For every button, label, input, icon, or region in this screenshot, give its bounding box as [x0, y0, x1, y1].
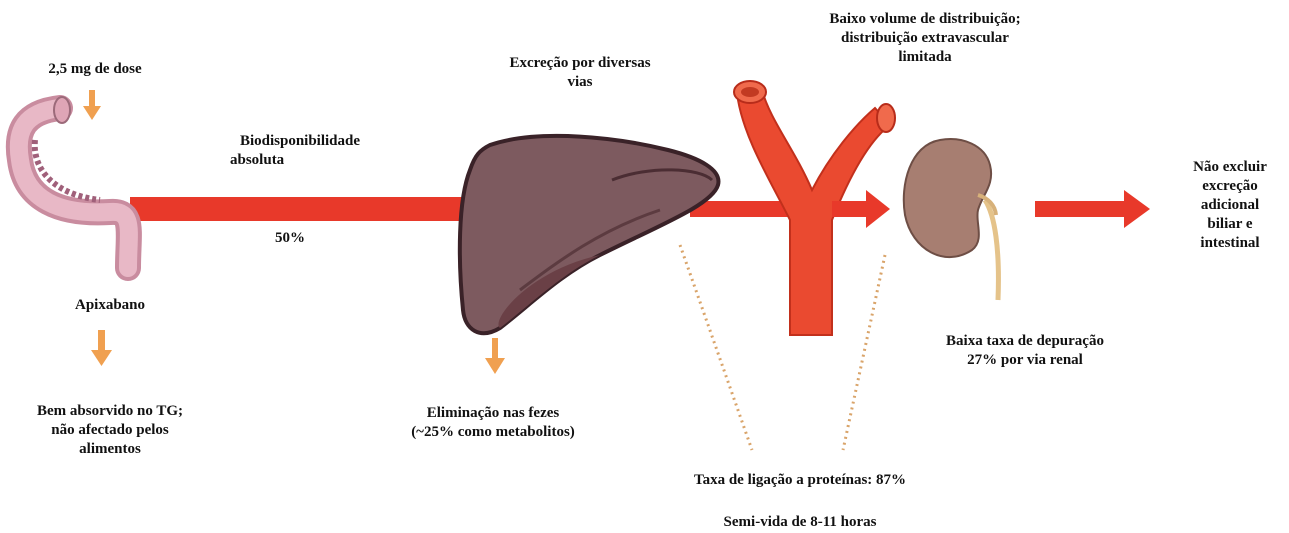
distribution-line-2: distribuição extravascular: [805, 29, 1045, 48]
additional-excretion-line-4: biliar e: [1175, 215, 1285, 234]
drug-name-text: Apixabano: [55, 296, 165, 315]
additional-excretion-line-1: Não excluir: [1175, 158, 1285, 177]
absorption-line-3: alimentos: [10, 440, 210, 459]
excretion-arrow: [1035, 190, 1150, 228]
dotted-line-right: [843, 255, 885, 450]
excretion-routes-line-1: Excreção por diversas: [480, 54, 680, 73]
distribution-line-3: limitada: [805, 48, 1045, 67]
feces-arrow: [485, 338, 505, 374]
feces-line-1: Eliminação nas fezes: [378, 404, 608, 423]
dose-arrow: [83, 90, 101, 120]
protein-binding-label: Taxa de ligação a proteínas: 87%: [650, 471, 950, 490]
bioavailability-line-1: Biodisponibilidade: [200, 132, 400, 151]
liver-to-vessel-bar: [690, 201, 790, 217]
main-flow-bar: [130, 197, 475, 221]
absorption-line-2: não afectado pelos: [10, 421, 210, 440]
additional-excretion-line-2: excreção: [1175, 177, 1285, 196]
intestine-icon: [19, 97, 129, 268]
kidney-icon: [904, 139, 999, 300]
dose-label: 2,5 mg de dose: [35, 60, 155, 79]
half-life-label: Semi-vida de 8-11 horas: [690, 513, 910, 532]
additional-excretion-label: Não excluir excreção adicional biliar e …: [1175, 158, 1285, 253]
protein-binding-text: Taxa de ligação a proteínas: 87%: [650, 471, 950, 490]
clearance-label: Baixa taxa de depuração 27% por via rena…: [915, 332, 1135, 370]
liver-icon: [460, 136, 719, 333]
feces-line-2: (~25% como metabolitos): [378, 423, 608, 442]
bioavailability-line-2: absoluta: [200, 151, 400, 170]
half-life-text: Semi-vida de 8-11 horas: [690, 513, 910, 532]
absorption-arrow: [91, 330, 112, 366]
dotted-line-left: [680, 245, 752, 450]
clearance-line-1: Baixa taxa de depuração: [915, 332, 1135, 351]
excretion-routes-line-2: vias: [480, 73, 680, 92]
bioavailability-label: Biodisponibilidade absoluta: [200, 132, 400, 170]
additional-excretion-line-5: intestinal: [1175, 234, 1285, 253]
dose-text: 2,5 mg de dose: [35, 60, 155, 79]
clearance-line-2: 27% por via renal: [915, 351, 1135, 370]
drug-name-label: Apixabano: [55, 296, 165, 315]
bioavailability-value: 50%: [260, 229, 320, 248]
distribution-label: Baixo volume de distribuição; distribuiç…: [805, 10, 1045, 67]
additional-excretion-line-3: adicional: [1175, 196, 1285, 215]
feces-label: Eliminação nas fezes (~25% como metaboli…: [378, 404, 608, 442]
excretion-routes-label: Excreção por diversas vias: [480, 54, 680, 92]
bioavailability-value-text: 50%: [260, 229, 320, 248]
absorption-line-1: Bem absorvido no TG;: [10, 402, 210, 421]
distribution-line-1: Baixo volume de distribuição;: [805, 10, 1045, 29]
absorption-label: Bem absorvido no TG; não afectado pelos …: [10, 402, 210, 459]
